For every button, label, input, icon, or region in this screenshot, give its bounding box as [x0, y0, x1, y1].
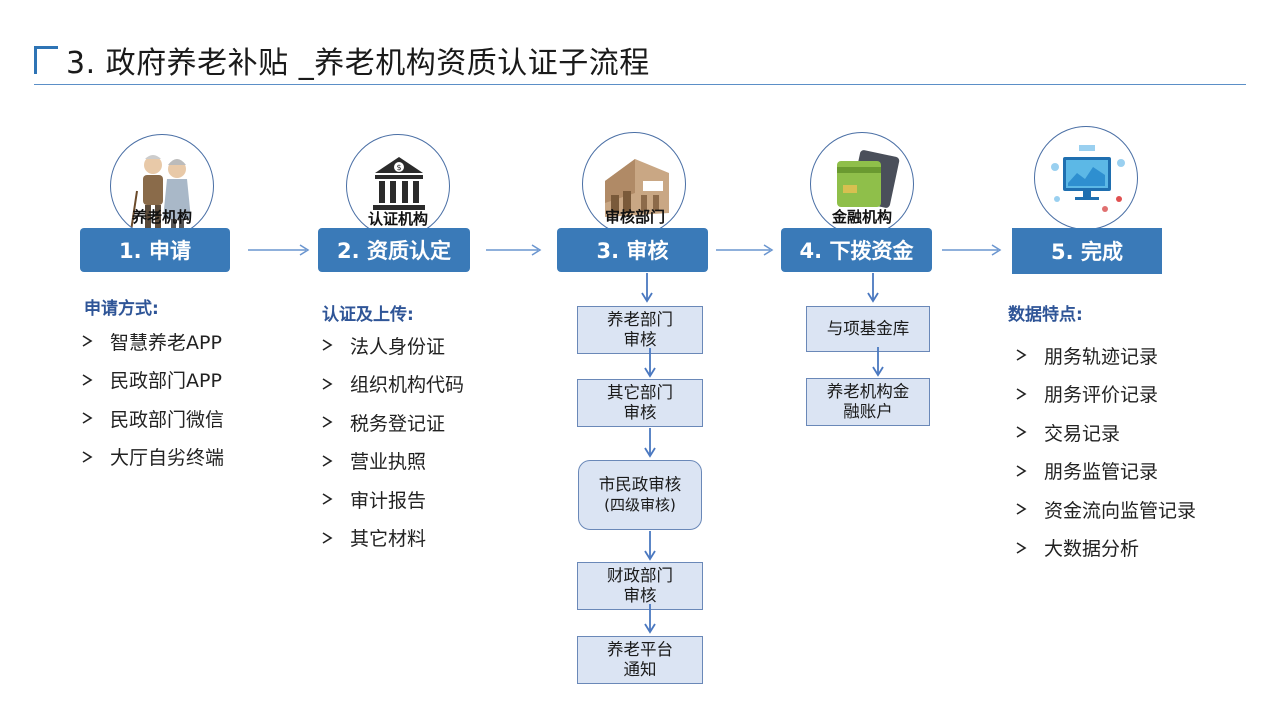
chevron-right-icon	[322, 493, 333, 505]
stage-certify: 2. 资质认定	[318, 228, 470, 272]
stage-fund: 4. 下拨资金	[781, 228, 932, 272]
flow-arrow-4-5	[942, 244, 1002, 256]
circle-label-review-dept: 审核部门	[604, 208, 665, 226]
chevron-right-icon	[1016, 349, 1027, 361]
certify-heading: 认证及上传:	[322, 305, 414, 325]
review-step-4: 财政部门 审核	[577, 562, 703, 610]
chevron-right-icon	[1016, 388, 1027, 400]
data-dashboard-icon	[1034, 126, 1138, 230]
review-step-2: 其它部门 审核	[577, 379, 703, 427]
list-item: 朋务评价记录	[1014, 375, 1196, 414]
title-underline	[34, 84, 1246, 85]
list-item: 大数据分析	[1014, 529, 1196, 568]
chevron-right-icon	[1016, 426, 1027, 438]
list-item: 智慧养老APP	[80, 322, 224, 361]
certify-docs-list: 法人身份证 组织机构代码 税务登记证 营业执照 审计报告 其它材料	[320, 326, 464, 557]
chevron-right-icon	[82, 374, 93, 386]
flow-arrow-3-4	[716, 244, 774, 256]
circle-label-finance-org: 金融机构	[831, 208, 892, 226]
chevron-right-icon	[322, 378, 333, 390]
chevron-right-icon	[82, 412, 93, 424]
list-item: 审计报告	[320, 480, 464, 519]
review-step-3: 市民政审核 (四级审核)	[578, 460, 702, 530]
list-item: 组织机构代码	[320, 365, 464, 404]
list-item: 其它材料	[320, 519, 464, 558]
review-arrow-2	[644, 428, 656, 458]
list-item: 朋务轨迹记录	[1014, 336, 1196, 375]
title-accent-mark	[34, 46, 58, 74]
list-item: 交易记录	[1014, 413, 1196, 452]
office-building-icon	[582, 132, 686, 236]
review-arrow-4	[644, 604, 656, 634]
fund-arrow-0	[867, 273, 879, 303]
list-item: 民政部门微信	[80, 399, 224, 438]
chevron-right-icon	[322, 455, 333, 467]
list-item: 法人身份证	[320, 326, 464, 365]
bank-building-icon: $	[346, 134, 450, 238]
flow-arrow-1-2	[248, 244, 310, 256]
fund-arrow-1	[872, 347, 884, 377]
chevron-right-icon	[1016, 465, 1027, 477]
elderly-couple-icon	[110, 134, 214, 238]
list-item: 大厅自劣终端	[80, 438, 224, 477]
svg-text:$: $	[396, 163, 401, 172]
stage-apply: 1. 申请	[80, 228, 230, 272]
fund-step-2: 养老机构金 融账户	[806, 378, 930, 426]
chevron-right-icon	[322, 532, 333, 544]
chevron-right-icon	[82, 451, 93, 463]
circle-label-cert-org: 认证机构	[367, 210, 428, 228]
chevron-right-icon	[82, 335, 93, 347]
chevron-right-icon	[1016, 503, 1027, 515]
review-arrow-1	[644, 348, 656, 378]
review-arrow-0	[641, 273, 653, 303]
list-item: 朋务监管记录	[1014, 452, 1196, 491]
list-item: 税务登记证	[320, 403, 464, 442]
apply-heading: 申请方式:	[84, 299, 159, 319]
apply-method-list: 智慧养老APP 民政部门APP 民政部门微信 大厅自劣终端	[80, 322, 224, 476]
stage-complete: 5. 完成	[1012, 228, 1162, 274]
list-item: 民政部门APP	[80, 361, 224, 400]
chevron-right-icon	[1016, 542, 1027, 554]
list-item: 资金流向监管记录	[1014, 490, 1196, 529]
complete-heading: 数据特点:	[1008, 305, 1083, 325]
chevron-right-icon	[322, 339, 333, 351]
data-features-list: 朋务轨迹记录 朋务评价记录 交易记录 朋务监管记录 资金流向监管记录 大数据分析	[1014, 336, 1196, 567]
flow-arrow-2-3	[486, 244, 542, 256]
list-item: 营业执照	[320, 442, 464, 481]
chevron-right-icon	[322, 416, 333, 428]
review-step-1: 养老部门 审核	[577, 306, 703, 354]
circle-label-elderly-org: 养老机构	[131, 208, 192, 226]
review-arrow-3	[644, 531, 656, 561]
review-step-5: 养老平台 通知	[577, 636, 703, 684]
fund-step-1: 与项基金库	[806, 306, 930, 352]
page-title: 3. 政府养老补贴 _养老机构资质认证子流程	[66, 46, 650, 81]
stage-review: 3. 审核	[557, 228, 708, 272]
